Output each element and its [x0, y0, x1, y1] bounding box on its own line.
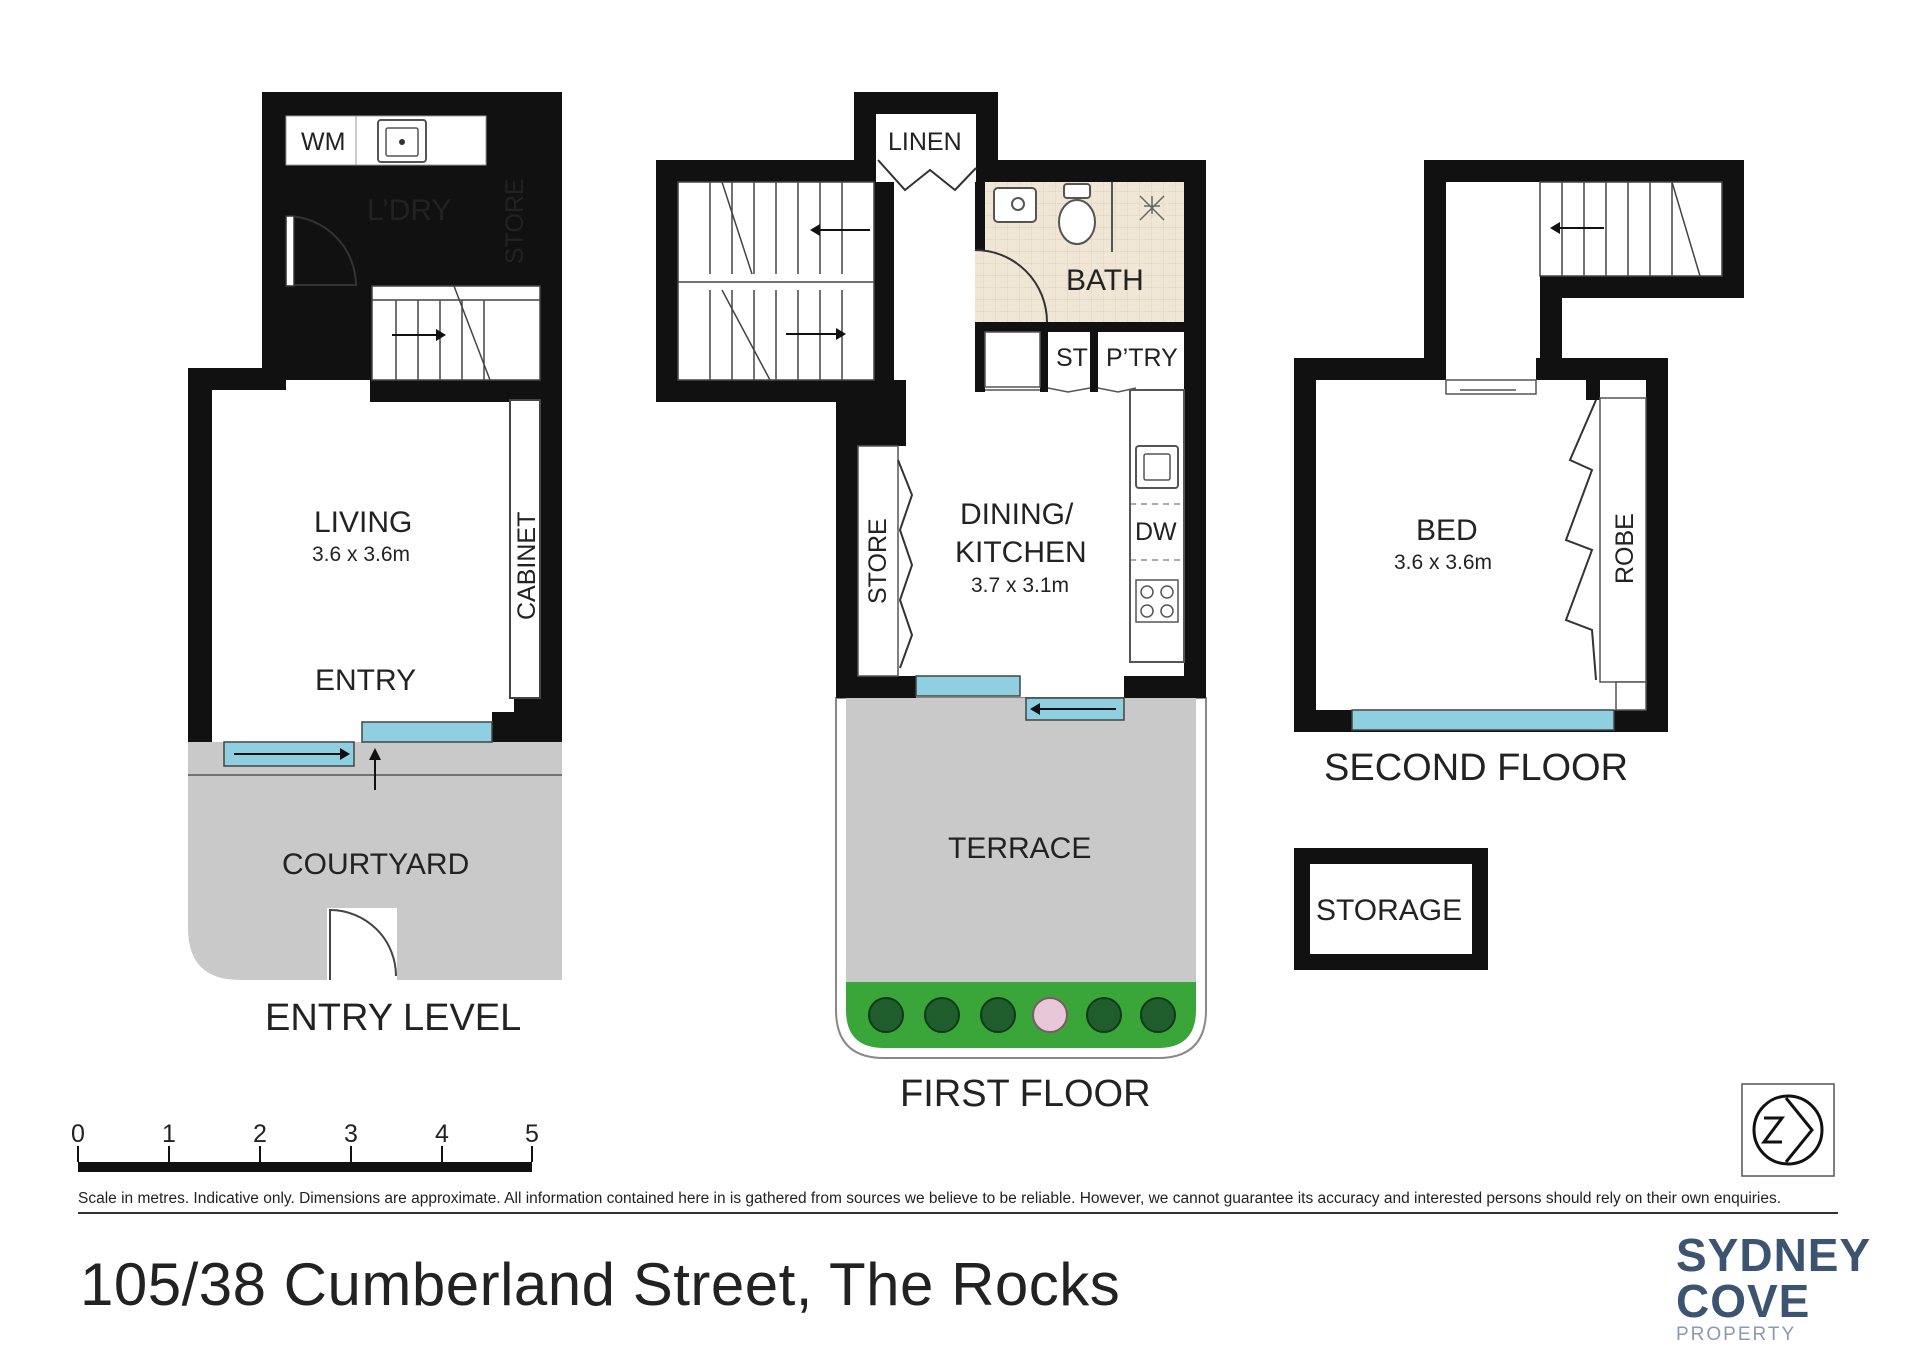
wm-label: WM [301, 128, 345, 156]
entry-stairs [371, 285, 541, 381]
brand-line-2: COVE [1676, 1275, 1811, 1327]
entry-label: ENTRY [315, 664, 416, 697]
dining-label: DINING/ [960, 498, 1074, 531]
divider-line [78, 1212, 1838, 1214]
entry-level-title: ENTRY LEVEL [265, 997, 521, 1039]
robe-label: ROBE [1611, 513, 1639, 584]
scale-tick-0: 0 [71, 1120, 85, 1148]
kitchen-label: KITCHEN [955, 536, 1087, 569]
entry-level-plan: WM L’DRY STORE LIVING 3.6 x 3.6m CABINET… [188, 92, 562, 1039]
first-floor-stairs [677, 181, 875, 381]
scale-tick-5: 5 [525, 1120, 539, 1148]
planter-shrubs [868, 997, 1176, 1033]
scale-bar: 0 1 2 3 4 5 [71, 1120, 539, 1172]
first-floor-plan: LINEN BATH ST P’TRY STORE DINING/ KITCHE… [656, 92, 1207, 1115]
storage-label: STORAGE [1316, 894, 1462, 927]
dining-dimensions: 3.7 x 3.1m [971, 574, 1069, 597]
property-address: 105/38 Cumberland Street, The Rocks [80, 1251, 1121, 1318]
second-floor-plan: BED 3.6 x 3.6m ROBE SECOND FLOOR [1294, 160, 1744, 789]
scale-tick-4: 4 [435, 1120, 449, 1148]
brand-line-3: PROPERTY [1676, 1324, 1797, 1345]
scale-tick-2: 2 [253, 1120, 267, 1148]
laundry-label: L’DRY [367, 194, 452, 227]
storage-plan: STORAGE [1294, 848, 1488, 970]
bath-label: BATH [1066, 264, 1144, 297]
terrace-label: TERRACE [948, 832, 1091, 865]
courtyard-area [188, 742, 562, 980]
north-arrow-icon [1741, 1083, 1835, 1177]
living-label: LIVING [314, 506, 412, 539]
linen-label: LINEN [888, 128, 962, 156]
first-floor-title: FIRST FLOOR [900, 1073, 1151, 1115]
st-label: ST [1056, 344, 1088, 372]
second-floor-title: SECOND FLOOR [1324, 747, 1628, 789]
bed-dimensions: 3.6 x 3.6m [1394, 551, 1492, 574]
first-store-label: STORE [864, 518, 892, 604]
second-floor-stairs [1539, 181, 1723, 277]
courtyard-label: COURTYARD [282, 848, 469, 881]
entry-walls [188, 92, 562, 742]
bed-label: BED [1416, 514, 1478, 547]
scale-tick-1: 1 [162, 1120, 176, 1148]
brand-logo: SYDNEY COVE PROPERTY [1676, 1229, 1872, 1346]
cabinet-label: CABINET [513, 512, 541, 620]
entry-store-label: STORE [501, 178, 529, 264]
brand-line-1: SYDNEY [1676, 1229, 1872, 1281]
scale-tick-3: 3 [344, 1120, 358, 1148]
first-floor-walls [656, 92, 1206, 698]
disclaimer-text: Scale in metres. Indicative only. Dimens… [78, 1190, 1782, 1207]
living-dimensions: 3.6 x 3.6m [312, 543, 410, 566]
dw-label: DW [1135, 518, 1177, 546]
pantry-label: P’TRY [1106, 344, 1178, 372]
